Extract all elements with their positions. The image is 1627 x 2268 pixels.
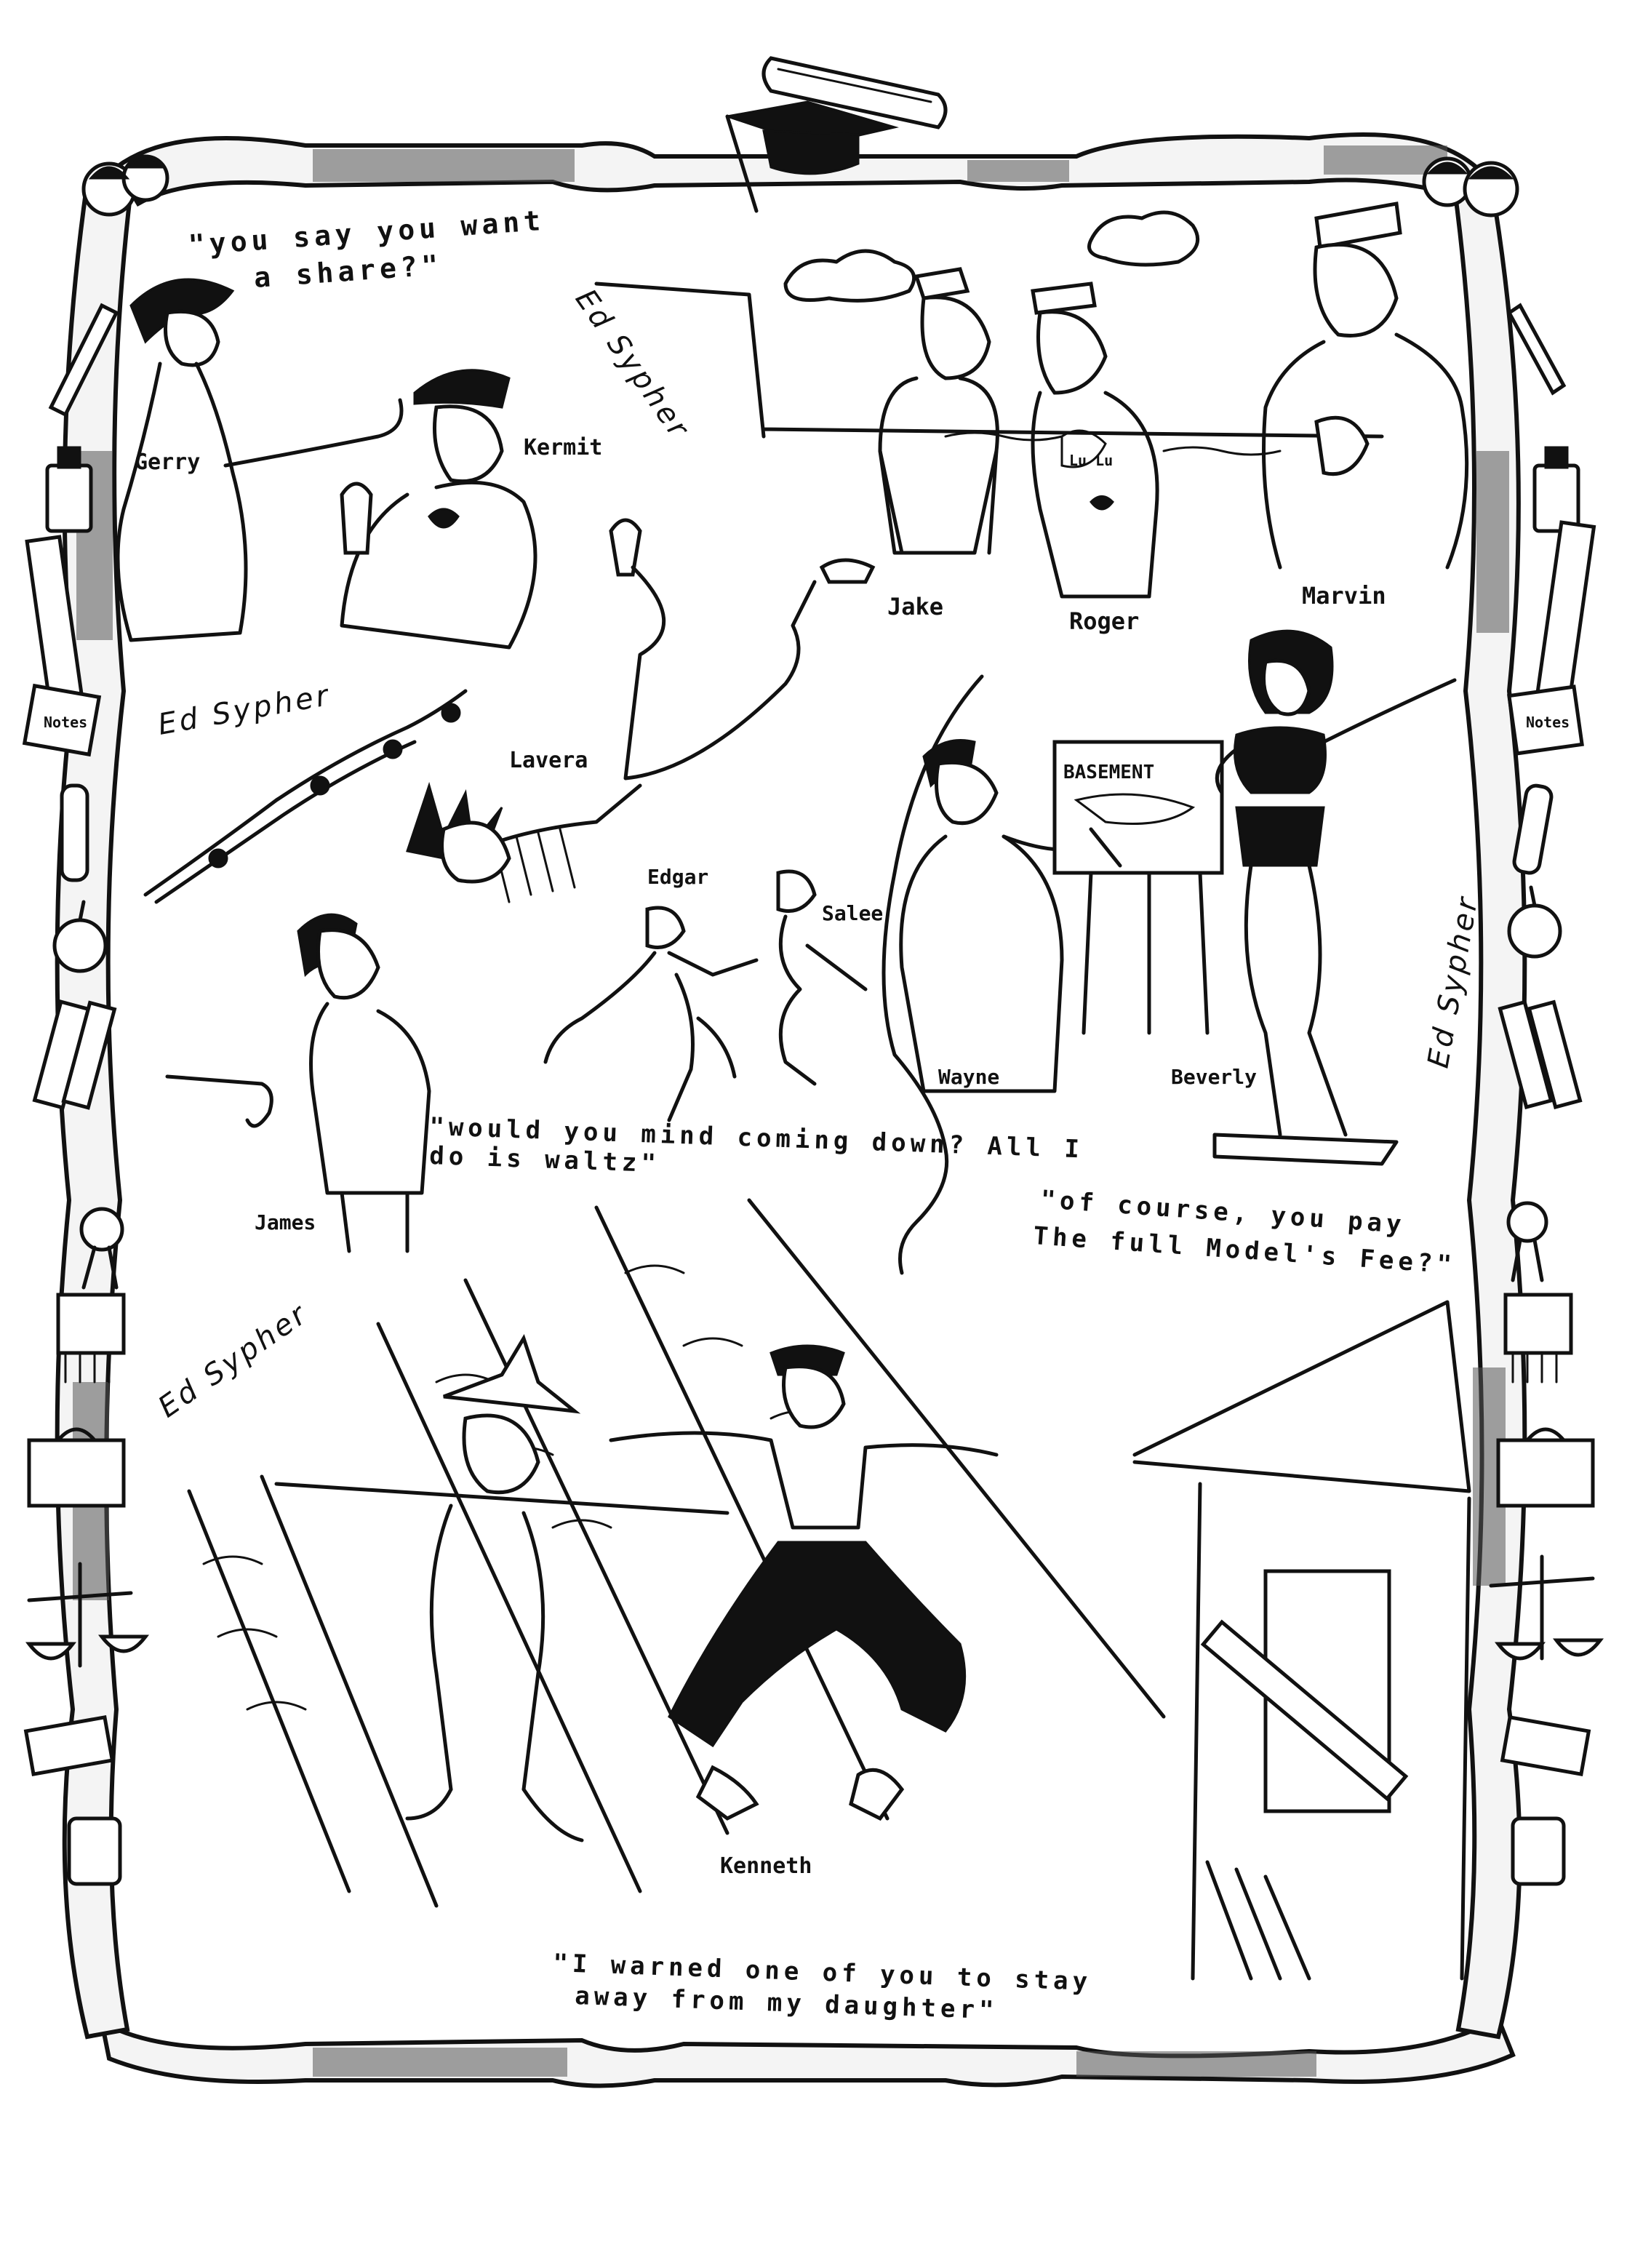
notes-label-right: Notes — [1526, 714, 1570, 731]
apple-icon-right — [1507, 885, 1562, 959]
name-salee: Salee — [822, 901, 883, 925]
notes-label-left: Notes — [44, 714, 87, 731]
scales-icon — [25, 1562, 150, 1668]
jar-icon-right — [1511, 1816, 1566, 1886]
signature-model: Ed Sypher — [1422, 893, 1485, 1071]
name-beverly: Beverly — [1171, 1065, 1257, 1089]
signature-field: Ed Sypher — [152, 1297, 314, 1424]
name-marvin: Marvin — [1302, 582, 1386, 610]
caption-share-line2: a share?" — [253, 249, 444, 294]
acorn-icon — [81, 154, 169, 217]
crop-rows — [187, 1198, 1166, 1908]
books-icon-right — [1498, 999, 1583, 1110]
name-edgar: Edgar — [647, 865, 708, 889]
apple-icon — [52, 900, 108, 973]
signature-share: Ed Sypher — [156, 679, 334, 742]
name-jake: Jake — [887, 593, 943, 620]
chalk-eraser-icon — [56, 1293, 126, 1383]
pencil-icon — [48, 303, 119, 418]
house-icon — [1132, 1300, 1471, 1981]
jar-icon — [67, 1816, 122, 1886]
lunchbox-icon-right — [1496, 1427, 1595, 1508]
signature-sailors: Ed Sypher — [569, 283, 696, 445]
test-tube-icon — [60, 783, 89, 882]
roger-figure — [1031, 281, 1159, 599]
ribbon-award-icon — [79, 1207, 124, 1290]
easel-sign-basement: BASEMENT — [1063, 762, 1154, 783]
name-kermit: Kermit — [524, 435, 602, 460]
panel-sailors: Ed Sypher Jake Lu Lu Roger — [569, 201, 1469, 635]
name-gerry: Gerry — [135, 450, 200, 475]
ink-bottle-icon-right — [1532, 446, 1580, 533]
books-icon — [32, 999, 117, 1110]
mortarboard-icon — [725, 100, 899, 213]
notes-pad-icon-right: Notes — [1507, 684, 1584, 756]
panel-field: Ed Sypher Kenneth — [152, 1198, 1471, 2025]
kermit-figure — [340, 369, 537, 650]
ruler-icon-right — [1535, 520, 1596, 702]
pencil-icon-right — [1506, 303, 1567, 396]
panel-waltz: Lavera James Edgar Salee "would you mind… — [165, 518, 1084, 1253]
notes-pad-icon: Notes — [22, 683, 102, 757]
james-figure — [297, 913, 431, 1253]
edgar-salee-figures — [543, 869, 868, 1122]
cloud-icon — [783, 249, 916, 303]
lunchbox-icon — [27, 1427, 126, 1508]
lavera-figure — [406, 518, 876, 903]
panel-divider-line — [882, 674, 984, 1275]
name-james: James — [255, 1210, 316, 1234]
chalk-eraser-icon-right — [1503, 1293, 1573, 1383]
diploma-scroll-icon — [761, 56, 948, 129]
broom-icon-right — [1500, 1715, 1591, 1776]
caption-share-line1: "you say you want — [188, 204, 546, 261]
name-lavera: Lavera — [509, 748, 588, 773]
marvin-figure — [1262, 201, 1469, 570]
acorn-icon-right — [1422, 156, 1519, 217]
pointing-hand — [165, 1074, 273, 1128]
wayne-figure — [899, 739, 1093, 1093]
test-tube-icon-right — [1512, 783, 1554, 875]
ribbon-award-icon-right — [1506, 1201, 1548, 1282]
scarecrow-figure — [274, 1334, 729, 1842]
kenneth-figure — [609, 1344, 999, 1821]
scales-icon-right — [1489, 1554, 1604, 1661]
jake-figure — [878, 267, 999, 555]
name-kenneth: Kenneth — [720, 1853, 812, 1879]
ruler-ladder-icon — [1200, 1619, 1409, 1802]
cloud-icon-2 — [1087, 210, 1200, 267]
beverly-figure — [1212, 629, 1457, 1166]
music-notes-icon — [143, 689, 468, 904]
panel-share: "you say you want a share?" Gerry Kermit… — [116, 204, 602, 904]
tattoo-lulu: Lu Lu — [1069, 452, 1113, 469]
name-roger: Roger — [1069, 607, 1139, 635]
broom-icon — [23, 1715, 115, 1776]
gerry-figure — [116, 278, 404, 642]
name-wayne: Wayne — [938, 1065, 999, 1089]
easel-icon — [1052, 740, 1224, 1035]
ink-bottle-icon — [45, 446, 93, 533]
panel-model: Wayne BASEMENT Beverly Ed Sypher "of cou… — [882, 629, 1485, 1280]
